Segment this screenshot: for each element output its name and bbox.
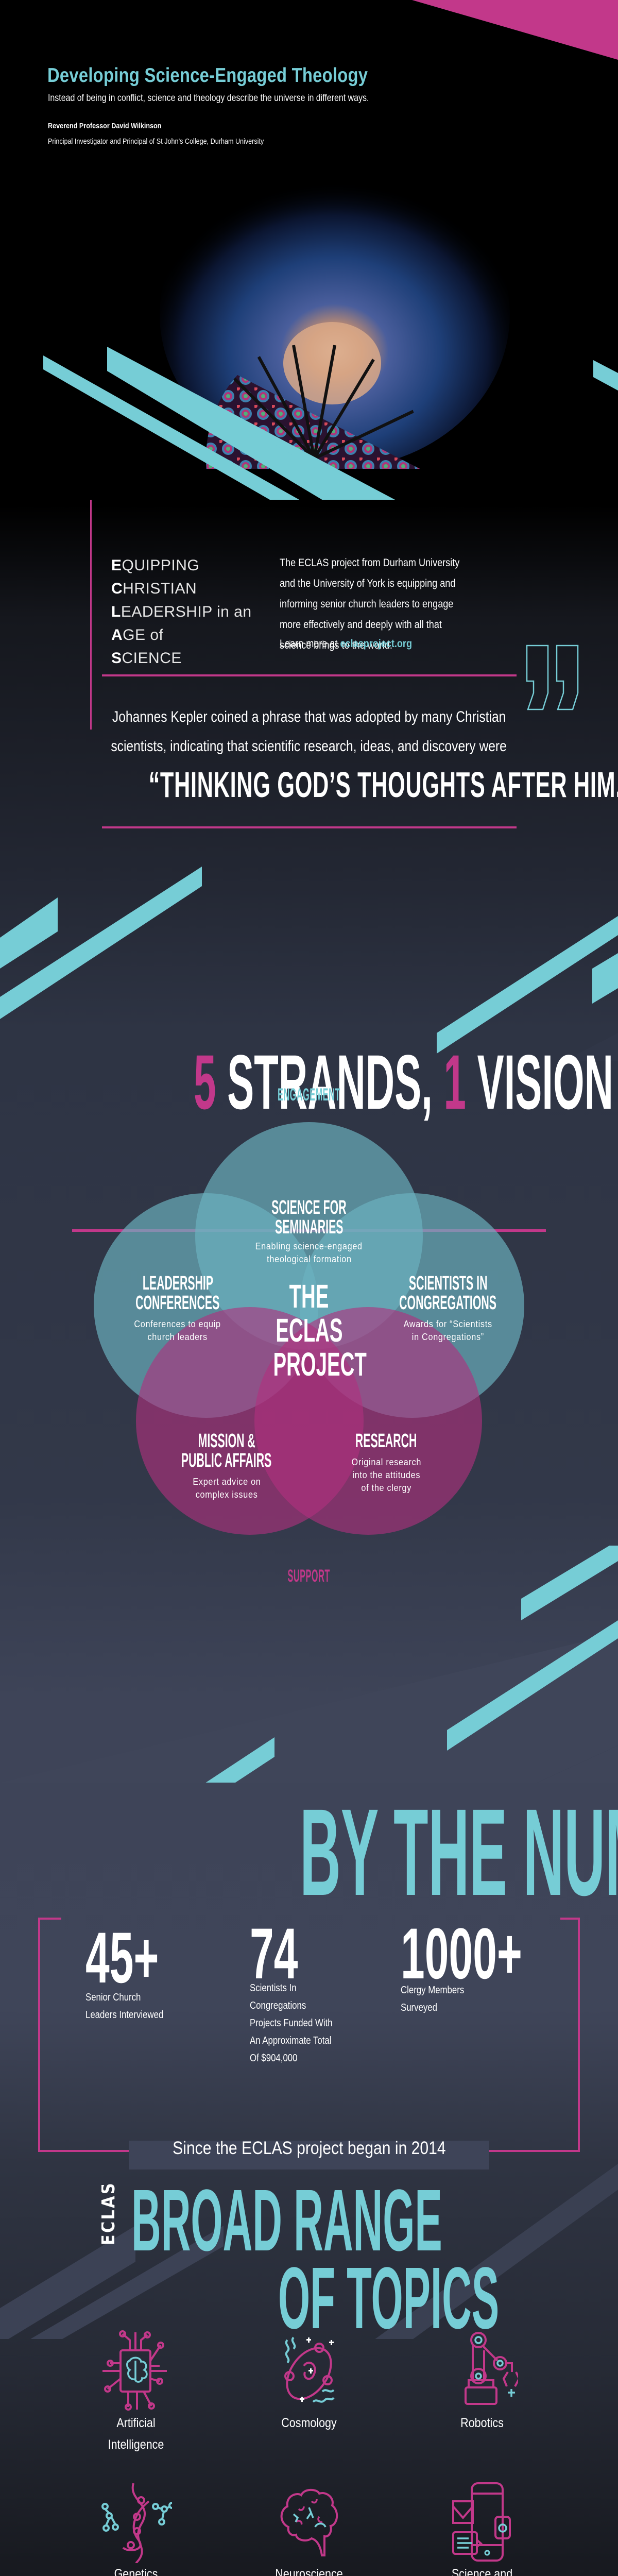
acronym-accent-bar (90, 500, 92, 730)
page-subtitle: Instead of being in conflict, science an… (48, 93, 369, 104)
acronym-line: AGE of (111, 626, 164, 643)
topic-genetics: Genetics (59, 2481, 213, 2576)
strands-venn-diagram (94, 1122, 524, 1535)
pink-corner-triangle (412, 0, 618, 60)
decorative-stripes-topics (0, 2164, 618, 2339)
topic-label: Robotics (460, 2416, 504, 2430)
topics-heading-line2: OF TOPICS (278, 2249, 500, 2347)
support-label: SUPPORT (287, 1566, 331, 1586)
decorative-stripes-mid (0, 867, 618, 1061)
topic-label: Science and the Media (451, 2567, 513, 2576)
ai-chip-brain-icon (102, 2330, 167, 2411)
phone-media-icon (452, 2482, 511, 2562)
upper-pink-rule (102, 674, 517, 676)
topic-robotics: Robotics (405, 2330, 559, 2434)
numbers-caption: Since the ECLAS project began in 2014 (172, 2138, 446, 2158)
strand-leadership-conferences: LEADERSHIP CONFERENCES Conferences to eq… (134, 1273, 221, 1342)
page-title: Developing Science-Engaged Theology (47, 64, 368, 87)
strand-mission-public-affairs: MISSION & PUBLIC AFFAIRS Expert advice o… (181, 1430, 272, 1500)
quote-lower-rule (102, 826, 517, 828)
author-name: Reverend Professor David Wilkinson (48, 122, 162, 130)
stat-scientists-in-congregations: 74 Scientists In Congregations Projects … (250, 1913, 333, 2064)
caption-mask (129, 2141, 489, 2170)
topics-heading-line1: BROAD RANGE (131, 2172, 442, 2269)
decorative-stripes-hero (43, 347, 618, 500)
learn-more: Learn more at eclasproject.org (280, 638, 412, 650)
eclas-link[interactable]: eclasproject.org (340, 638, 412, 650)
project-description: The ECLAS project from Durham University… (280, 557, 460, 651)
acronym-line: CHRISTIAN (111, 580, 197, 597)
author-role: Principal Investigator and Principal of … (48, 137, 264, 146)
acronym-block: EQUIPPING CHRISTIAN LEADERSHIP in an AGE… (111, 554, 252, 670)
svg-text:ECLAS: ECLAS (101, 2181, 119, 2245)
topic-science-and-media: Science and the Media (405, 2481, 559, 2576)
closing-quote-icon (526, 645, 579, 710)
topic-neuroscience: Neuroscience (232, 2481, 386, 2576)
topic-label: Neuroscience (275, 2567, 343, 2576)
brain-icon (280, 2488, 338, 2556)
kepler-quote-headline: “THINKING GOD’S THOUGHTS AFTER HIM.” (148, 765, 618, 805)
stat-senior-leaders: 45+ Senior Church Leaders Interviewed (85, 1917, 164, 2021)
acronym-line: EQUIPPING (111, 557, 200, 574)
topic-cosmology: Cosmology (232, 2330, 386, 2434)
topic-label: Genetics (114, 2567, 158, 2576)
stat-clergy-surveyed: 1000+ Clergy Members Surveyed (401, 1913, 522, 2014)
numbers-heading: BY THE NUMBERS (300, 1783, 618, 1921)
strand-scientists-in-congregations: SCIENTISTS IN CONGREGATIONS Awards for “… (399, 1273, 497, 1342)
engagement-label: ENGAGEMENT (278, 1085, 340, 1105)
eclas-vertical-label: ECLAS (101, 2181, 119, 2245)
numbers-frame-cap-left (38, 1918, 61, 1920)
galaxy-rose-window-image (160, 160, 510, 469)
cosmology-galaxy-icon (284, 2336, 335, 2403)
strand-science-for-seminaries: SCIENCE FOR SEMINARIES Enabling science-… (255, 1197, 363, 1264)
acronym-line: SCIENCE (111, 650, 182, 667)
acronym-line: LEADERSHIP in an (111, 603, 252, 620)
robot-arm-icon (465, 2332, 518, 2405)
venn-center-title: THE ECLAS PROJECT (273, 1278, 367, 1383)
decorative-stripes-numbers (0, 1546, 618, 1783)
numbers-frame-cap-right (560, 1918, 580, 1920)
strands-heading: 5 STRANDS, 1 VISION (194, 1039, 613, 1125)
topic-artificial-intelligence: Artificial Intelligence (59, 2330, 213, 2455)
topic-label: Cosmology (281, 2416, 337, 2430)
strand-research: RESEARCH Original research into the atti… (351, 1430, 421, 1493)
topic-label: Artificial Intelligence (108, 2416, 164, 2452)
kepler-intro: Johannes Kepler coined a phrase that was… (111, 708, 507, 755)
dna-helix-icon (101, 2483, 172, 2563)
